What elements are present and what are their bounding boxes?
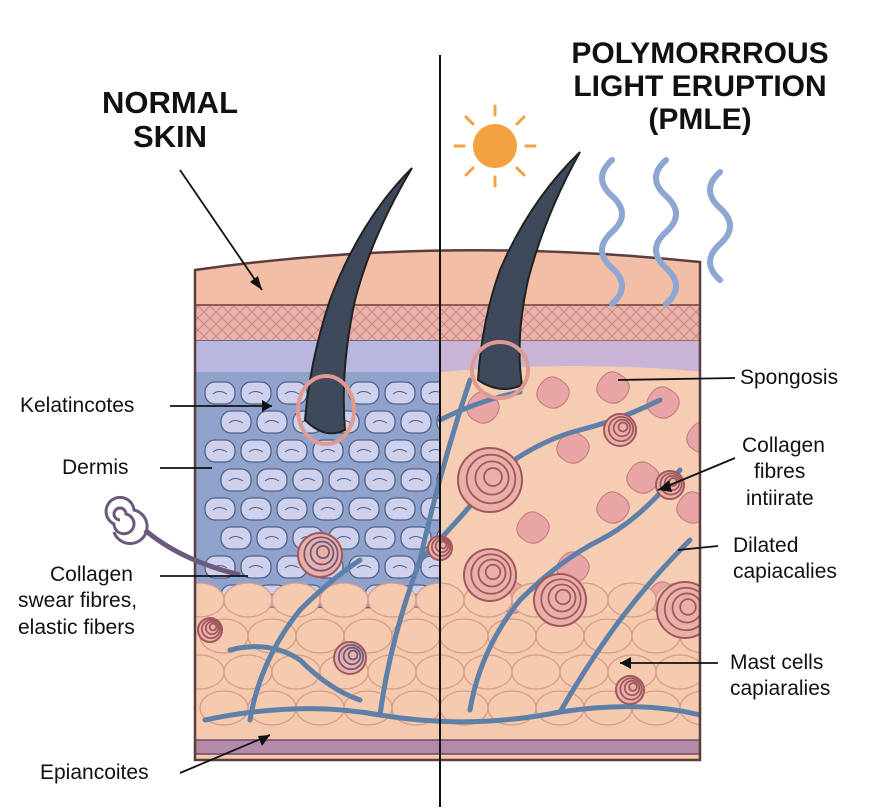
- spongiosis-patch: [676, 491, 700, 524]
- collagen-swirl: [463, 548, 517, 602]
- keratinocyte-cell: [384, 497, 416, 521]
- pmle-title-line1: POLYMORRROUS: [571, 37, 829, 70]
- keratinocyte-cell: [240, 497, 272, 521]
- pmle-title-line2: LIGHT ERUPTION: [573, 70, 827, 103]
- spongiosis-patch: [596, 491, 630, 524]
- collagen-swirl: [333, 641, 367, 675]
- fat-lobule: [223, 582, 273, 618]
- keratinocyte-cell: [240, 439, 272, 463]
- keratinocyte-cell: [256, 410, 288, 434]
- keratinocyte-cell: [364, 468, 396, 492]
- keratinocyte-cell: [420, 439, 440, 463]
- keratinocyte-cell: [400, 468, 432, 492]
- normal-title-line2: SKIN: [132, 119, 208, 155]
- pointer-lines: [160, 169, 736, 774]
- keratinocyte-cell: [292, 468, 324, 492]
- keratinocyte-cell: [364, 410, 396, 434]
- keratinocyte-cell: [204, 381, 236, 405]
- keratinocyte-cell: [220, 526, 252, 550]
- blood-vessel-network: [202, 377, 700, 725]
- hair-follicle-right: [470, 151, 581, 400]
- keratinocyte-cell: [384, 381, 416, 405]
- normal-title-line1: NORMAL: [101, 85, 239, 120]
- spongiosis-patch: [536, 376, 570, 409]
- fat-lobule: [463, 654, 513, 690]
- collagen-swirl: [457, 447, 523, 513]
- label-dilated: Dilated capiacalies: [733, 534, 837, 584]
- label-collagen-left: Collagen swear fibres, elastic fibers: [18, 563, 138, 639]
- elastic-fiber-coil: [104, 495, 241, 578]
- keratinocyte-cell: [204, 439, 236, 463]
- keratinocyte-cell: [328, 468, 360, 492]
- fat-lobule: [439, 618, 489, 654]
- label-keratinocytes: Kelatincotes: [20, 394, 135, 417]
- keratinocyte-cell: [436, 468, 440, 492]
- keratinocyte-cell: [384, 555, 416, 579]
- pmle-title-line3: (PMLE): [648, 103, 752, 136]
- fat-lobule: [679, 690, 700, 726]
- uv-wave-icon: [599, 157, 733, 307]
- keratinocyte-cell: [420, 381, 440, 405]
- label-epidermis: Epiancoites: [40, 761, 149, 784]
- fat-lobule: [195, 582, 225, 618]
- skin-block: [195, 250, 700, 760]
- keratinocyte-cell: [384, 439, 416, 463]
- fat-lobule: [195, 654, 225, 690]
- collagen-swirl: [533, 573, 587, 627]
- fat-lobule: [511, 654, 561, 690]
- hair-follicle-left: [296, 167, 413, 446]
- keratinocyte-cell: [348, 439, 380, 463]
- spongiosis-patch: [516, 511, 550, 544]
- pointer-arrowheads: [250, 276, 672, 746]
- fat-lobule: [655, 654, 700, 690]
- collagen-swirl: [615, 675, 645, 705]
- collagen-swirl: [197, 617, 223, 643]
- spongiosis-patch: [646, 386, 680, 419]
- keratinocyte-cell: [276, 497, 308, 521]
- keratinocyte-cell: [256, 468, 288, 492]
- keratinocyte-cell: [220, 410, 252, 434]
- keratinocyte-cell: [220, 468, 252, 492]
- label-mast-cells: Mast cells capiaralies: [730, 651, 831, 701]
- keratinocyte-cell: [240, 381, 272, 405]
- sun-icon: [453, 104, 537, 188]
- keratinocyte-cell: [276, 439, 308, 463]
- keratinocyte-cell: [312, 497, 344, 521]
- keratinocyte-cell: [400, 410, 432, 434]
- keratinocyte-cell: [364, 526, 396, 550]
- label-spongiosis: Spongosis: [740, 366, 839, 389]
- normal-skin-title: NORMAL SKIN: [75, 85, 265, 155]
- collagen-swirl: [603, 413, 637, 447]
- spongiosis-patch: [686, 421, 700, 454]
- label-collagen-right: Collagen fibres intiirate: [742, 434, 825, 510]
- label-dermis: Dermis: [62, 456, 129, 479]
- keratinocyte-cell: [348, 497, 380, 521]
- collagen-swirl: [297, 532, 343, 578]
- keratinocyte-cell: [312, 439, 344, 463]
- keratinocyte-cell: [204, 497, 236, 521]
- collagen-swirl: [656, 581, 700, 639]
- keratinocyte-cell: [240, 555, 272, 579]
- pmle-title: POLYMORRROUS LIGHT ERUPTION (PMLE): [540, 37, 860, 136]
- collagen-swirls: [197, 413, 700, 705]
- keratinocyte-cell: [256, 526, 288, 550]
- keratinocyte-cell: [436, 410, 440, 434]
